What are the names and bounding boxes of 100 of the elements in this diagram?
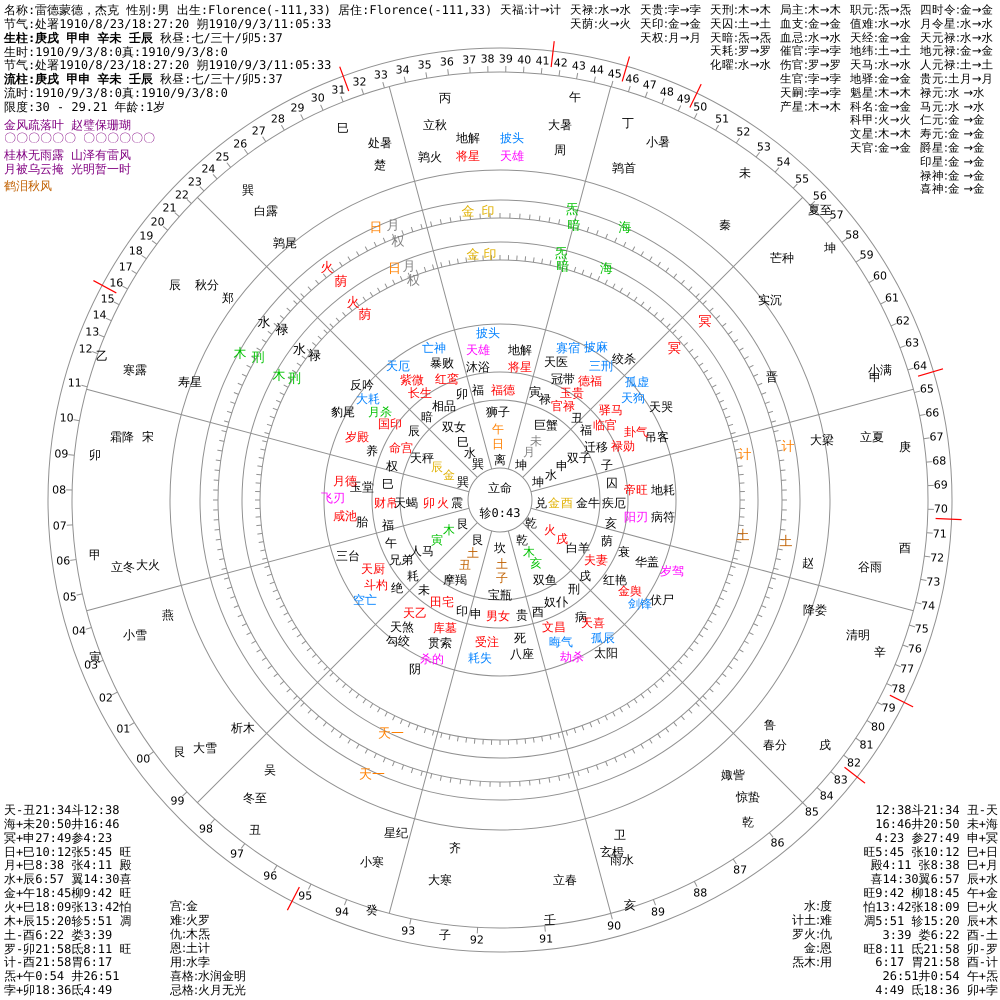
degree-number: 92 <box>470 934 484 946</box>
star-label: 华盖 <box>635 556 659 568</box>
degree-number: 83 <box>834 774 848 786</box>
degree-number: 82 <box>847 757 862 768</box>
star-attribute-text: 天官:金→金 <box>850 142 912 154</box>
degree-number: 02 <box>98 692 113 704</box>
palace-label: 申 <box>470 608 482 620</box>
degree-number: 57 <box>830 210 844 221</box>
degree-number: 04 <box>72 626 86 637</box>
pattern-text: 喜格:水润金明 <box>170 970 246 982</box>
star-attribute-text: 天贵:孛→孛 <box>640 4 702 16</box>
zodiac-label: 子 <box>496 572 508 584</box>
star-label: 空亡 <box>353 594 377 606</box>
sector-label: 壬 <box>544 914 556 926</box>
palace-label: 官禄 <box>551 400 575 412</box>
degree-number: 58 <box>845 229 860 240</box>
planet-label: 刑 <box>288 372 301 386</box>
degree-number: 00 <box>136 754 150 765</box>
degree-number: 74 <box>921 600 936 612</box>
degree-number: 33 <box>374 70 388 81</box>
star-label: 勾绞 <box>386 635 410 647</box>
planet-position-text: 计-酉21:58胃6:17 <box>4 956 112 968</box>
star-label: 天煞 <box>390 621 414 633</box>
zodiac-label: 酉 <box>561 497 573 509</box>
palace-label: 福 <box>580 424 592 436</box>
degree-number: 27 <box>252 125 266 136</box>
zodiac-label: 人马 <box>410 545 434 557</box>
sector-label: 谷雨 <box>858 561 882 573</box>
planet-position-text: 木+辰15:20轸5:51 凋 <box>4 914 132 927</box>
star-label: 德福 <box>578 375 602 387</box>
star-attribute-text: 生官:孛→孛 <box>780 73 842 85</box>
degree-number: 73 <box>926 576 940 588</box>
star-label: 豹尾 <box>331 406 355 418</box>
planet-label: 炁 <box>554 247 568 260</box>
star-attribute-text: 职元:炁→炁 <box>850 4 912 16</box>
zodiac-label: 月 <box>523 446 535 458</box>
palace-label: 未 <box>418 584 430 596</box>
zodiac-label: 午 <box>492 423 504 435</box>
degree-number: 65 <box>920 384 934 395</box>
star-attribute-text: 爵星:金 →金 <box>920 142 986 154</box>
star-attribute-text: 化曜:水→水 <box>710 59 772 71</box>
zodiac-label: 辰 <box>431 461 443 473</box>
pattern-text: 用:水孛 <box>170 956 210 968</box>
sector-label: 立冬 <box>111 561 135 573</box>
planet-position-text: 火+巳18:09张13:42怕 <box>4 900 132 913</box>
planet-label: 火 <box>320 262 334 274</box>
sector-label: 霜降 <box>110 431 134 443</box>
planet-label: 土 <box>780 536 792 548</box>
planet-label: 暗 <box>556 260 570 274</box>
degree-number: 47 <box>642 80 657 91</box>
star-label: 三台 <box>336 550 360 562</box>
sector-label: 未 <box>739 167 751 179</box>
star-label: 死 <box>514 632 526 644</box>
sector-label: 立春 <box>553 874 577 886</box>
planet-position-text: 水+辰6:57 翼14:30喜 <box>4 873 132 886</box>
zodiac-label: 艮 <box>457 518 469 530</box>
sector-label: 娵訾 <box>721 769 745 781</box>
pattern-text: 计土:难 <box>792 914 832 926</box>
star-label: 将星 <box>508 361 532 373</box>
degree-number: 63 <box>905 338 920 349</box>
palace-label: 福 <box>472 384 484 396</box>
degree-number: 40 <box>517 54 532 66</box>
verse-text: 〇〇〇〇〇〇 〇〇〇〇〇〇 <box>4 132 156 144</box>
zodiac-label: 日 <box>492 438 504 450</box>
planet-position-text: 炁+午0:54 井26:51 <box>4 970 120 982</box>
star-label: 沐浴 <box>466 361 490 373</box>
zodiac-label: 木 <box>523 546 535 558</box>
zodiac-label: 天蝎 <box>394 497 418 509</box>
star-attribute-text: 天耗:罗→罗 <box>710 46 772 58</box>
sector-label: 赵 <box>802 557 814 569</box>
star-label: 帝旺 <box>624 484 648 496</box>
degree-number: 76 <box>908 644 922 655</box>
palace-label: 权 <box>386 460 398 472</box>
planet-label: 日 <box>370 222 382 234</box>
star-label: 库墓 <box>433 622 457 634</box>
star-attribute-text: 地纬:土→土 <box>850 46 912 58</box>
sector-label: 戌 <box>819 739 831 751</box>
star-label: 红鸾 <box>435 373 459 385</box>
pattern-text: 恩:土计 <box>170 942 210 954</box>
star-attribute-text: 贵元:土月→月 <box>920 73 994 85</box>
degree-number: 09 <box>54 448 68 460</box>
star-attribute-text: 天荫:火→火 <box>570 18 632 30</box>
degree-number: 61 <box>885 292 900 304</box>
sector-label: 芒种 <box>770 252 794 264</box>
palace-label: 巳 <box>382 478 394 490</box>
planet-label: 海 <box>618 222 632 234</box>
palace-label: 夫妻 <box>584 554 608 566</box>
star-attribute-text: 天印:金→金 <box>640 18 702 30</box>
palace-label: 酉 <box>532 606 544 618</box>
sector-label: 大梁 <box>810 434 834 446</box>
sector-label: 卯 <box>89 449 101 461</box>
sector-label: 晋 <box>766 371 778 383</box>
planet-label: 火 <box>346 296 360 310</box>
zodiac-label: 寅 <box>431 534 443 546</box>
star-label: 披头 <box>500 132 524 144</box>
degree-number: 16 <box>109 277 124 288</box>
zodiac-label: 水 <box>464 447 476 459</box>
zodiac-label: 巨蟹 <box>534 419 558 431</box>
sector-label: 星纪 <box>384 827 408 839</box>
degree-number: 97 <box>230 848 244 860</box>
